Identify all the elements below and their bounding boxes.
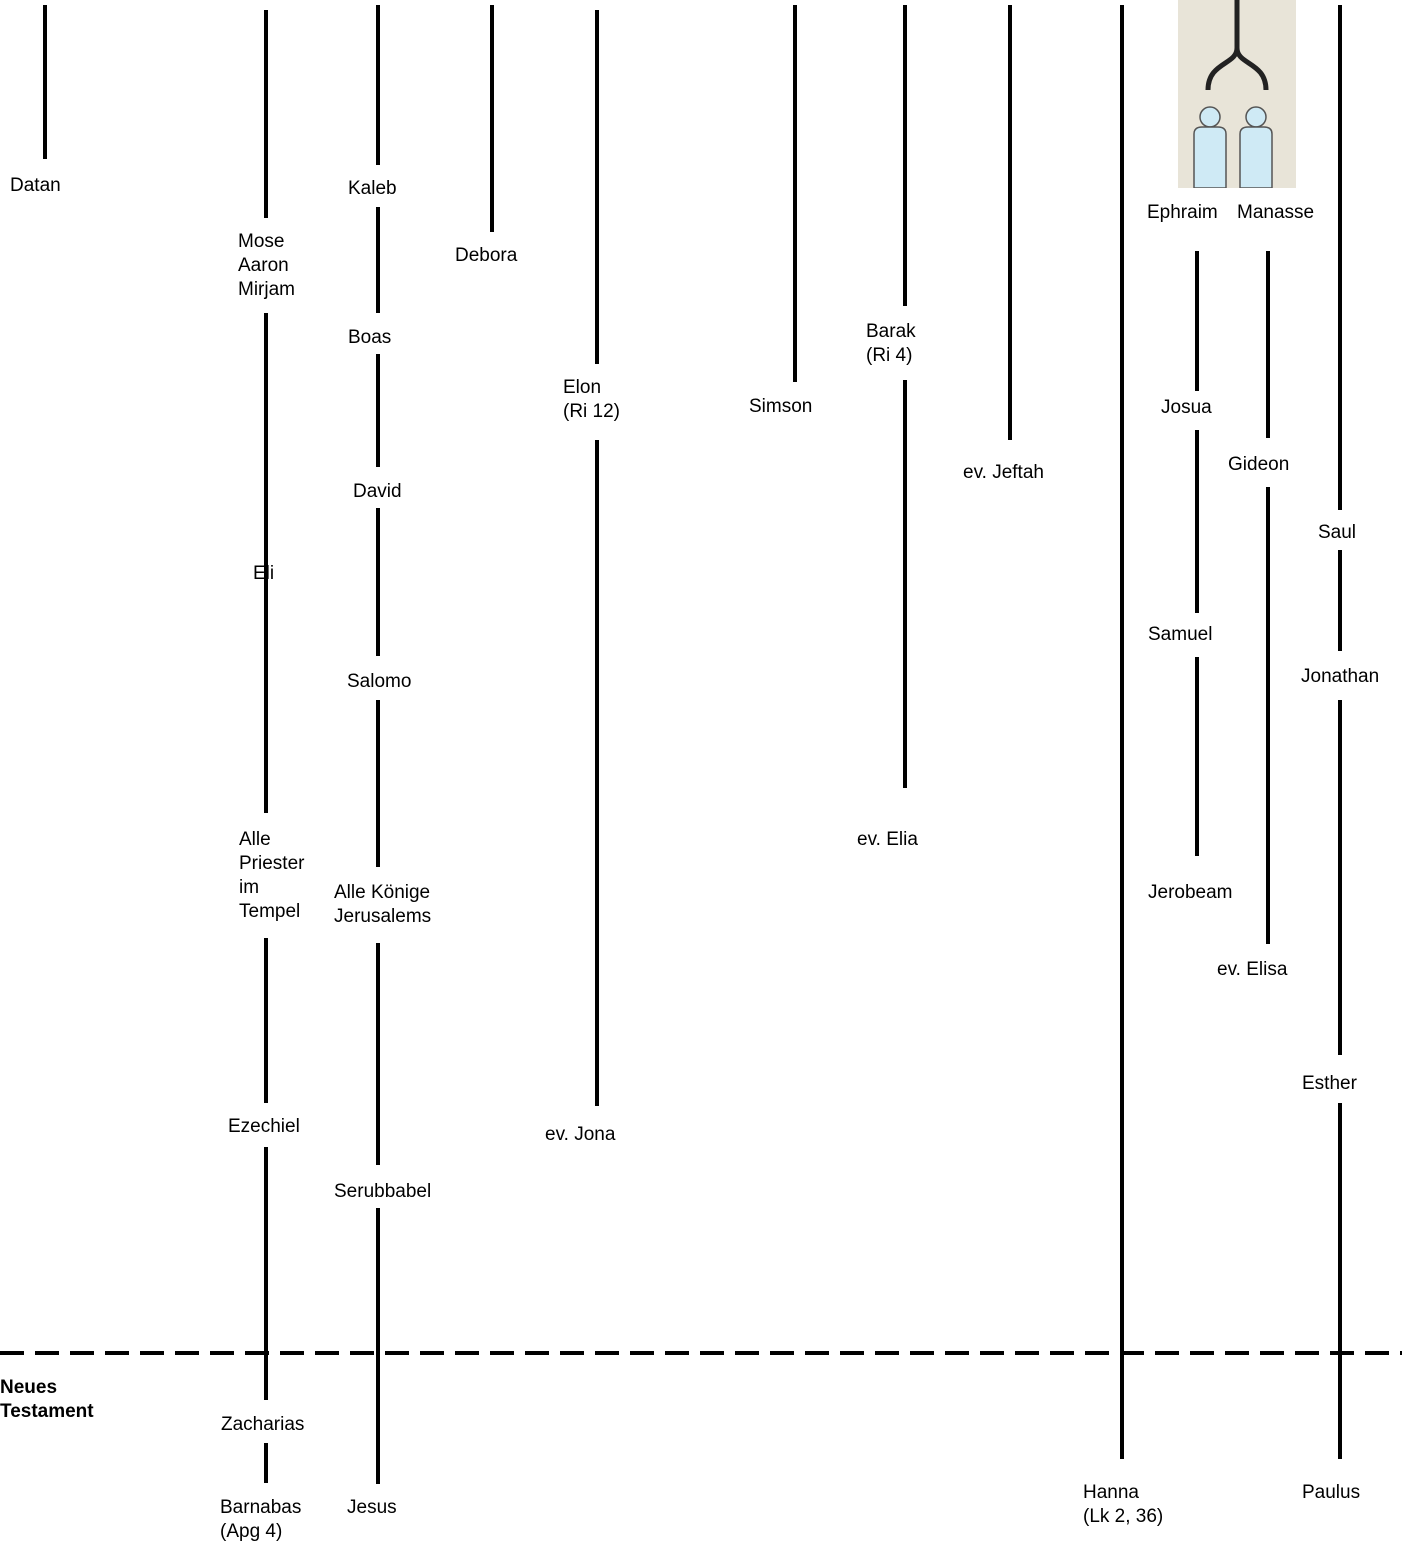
- line-levi-3: [264, 591, 268, 813]
- label-kaleb: Kaleb: [348, 178, 397, 199]
- joseph-sons-illustration: [1178, 0, 1296, 189]
- label-datan: Datan: [10, 175, 61, 196]
- section-neues-testament: Neues Testament: [0, 1377, 94, 1422]
- line-levi-1: [264, 10, 268, 218]
- label-alle-priester: Alle Priester im Tempel: [239, 829, 305, 922]
- label-mose: Mose Aaron Mirjam: [238, 231, 295, 300]
- line-benjamin-3: [1338, 700, 1342, 1055]
- line-manasse-1: [1266, 251, 1270, 438]
- label-jesus: Jesus: [347, 1497, 397, 1518]
- label-barnabas: Barnabas (Apg 4): [220, 1497, 302, 1542]
- label-salomo: Salomo: [347, 671, 412, 692]
- label-josua: Josua: [1161, 397, 1212, 418]
- line-hanna: [1120, 5, 1124, 1459]
- label-elia: ev. Elia: [857, 829, 918, 850]
- line-levi-2: [264, 313, 268, 813]
- label-debora: Debora: [455, 245, 518, 266]
- label-manasse: Manasse: [1237, 202, 1315, 223]
- label-elisa: ev. Elisa: [1217, 959, 1288, 980]
- line-ephraim-3: [1195, 657, 1199, 856]
- line-juda-5: [376, 700, 380, 867]
- line-juda-3: [376, 354, 380, 467]
- line-simson: [793, 5, 797, 382]
- line-ephraim-1: [1195, 251, 1199, 391]
- line-benjamin-4: [1338, 1103, 1342, 1459]
- label-hanna: Hanna (Lk 2, 36): [1083, 1482, 1164, 1527]
- label-ezechiel: Ezechiel: [228, 1116, 300, 1137]
- line-barak-2: [903, 380, 907, 788]
- label-serubbabel: Serubbabel: [334, 1181, 432, 1202]
- label-esther: Esther: [1302, 1073, 1357, 1094]
- testament-divider: [0, 1351, 1402, 1355]
- label-simson: Simson: [749, 396, 813, 417]
- label-jerobeam: Jerobeam: [1148, 882, 1233, 903]
- line-levi-4: [264, 938, 268, 1103]
- line-juda-2: [376, 207, 380, 313]
- label-barak: Barak (Ri 4): [866, 321, 916, 366]
- line-juda-7: [376, 1208, 380, 1484]
- line-levi-6: [264, 1443, 268, 1483]
- label-saul: Saul: [1318, 522, 1357, 543]
- label-paulus: Paulus: [1302, 1482, 1361, 1503]
- line-manasse-2: [1266, 487, 1270, 944]
- line-ephraim-2: [1195, 430, 1199, 613]
- label-alle-koenige: Alle Könige Jerusalems: [334, 882, 432, 927]
- label-david: David: [353, 481, 402, 502]
- label-ephraim: Ephraim: [1147, 202, 1218, 223]
- line-juda-1: [376, 5, 380, 165]
- label-zacharias: Zacharias: [221, 1414, 305, 1435]
- label-gideon: Gideon: [1228, 454, 1290, 475]
- label-boas: Boas: [348, 327, 392, 348]
- line-elon-2: [595, 440, 599, 1106]
- label-eli: Eli: [253, 563, 275, 584]
- line-juda-6: [376, 943, 380, 1165]
- label-jona: ev. Jona: [545, 1124, 616, 1145]
- line-benjamin-2: [1338, 550, 1342, 651]
- line-datan: [43, 5, 47, 159]
- label-elon: Elon (Ri 12): [563, 377, 621, 422]
- label-jeftah: ev. Jeftah: [963, 462, 1044, 483]
- label-samuel: Samuel: [1148, 624, 1213, 645]
- label-jonathan: Jonathan: [1301, 666, 1380, 687]
- line-jeftah: [1008, 5, 1012, 440]
- line-elon-1: [595, 10, 599, 364]
- line-benjamin-1: [1338, 5, 1342, 510]
- line-debora: [490, 5, 494, 232]
- two-figures-icon: [1193, 0, 1273, 189]
- line-juda-4: [376, 508, 380, 656]
- line-levi-5: [264, 1147, 268, 1400]
- line-barak-1: [903, 5, 907, 306]
